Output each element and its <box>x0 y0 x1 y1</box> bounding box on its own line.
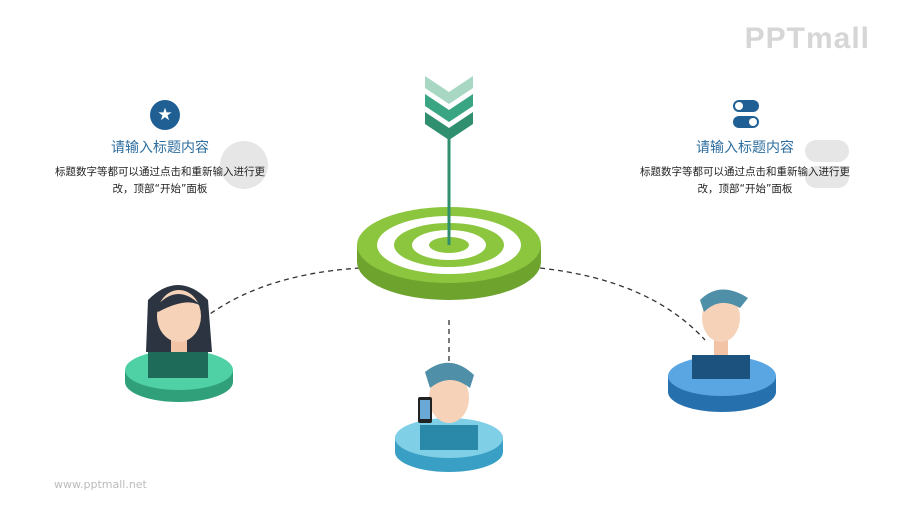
person-man-phone <box>395 362 503 472</box>
connector-left <box>189 267 361 331</box>
toggle-icon <box>733 100 759 128</box>
star-icon: ★ <box>150 100 180 130</box>
right-desc: 标题数字等都可以通过点击和重新输入进行更 改，顶部“开始”面板 <box>625 164 865 198</box>
person-woman <box>125 285 233 402</box>
right-title: 请输入标题内容 <box>696 140 794 156</box>
left-desc: 标题数字等都可以通过点击和重新输入进行更 改，顶部“开始”面板 <box>40 164 280 198</box>
left-desc-line2: 改，顶部“开始”面板 <box>112 183 208 195</box>
right-desc-line1: 标题数字等都可以通过点击和重新输入进行更 <box>640 166 850 178</box>
connector-right <box>539 267 706 341</box>
brand-url[interactable]: www.pptmall.net <box>54 478 147 491</box>
left-title: 请输入标题内容 <box>111 140 209 156</box>
arrow-icon <box>425 76 473 245</box>
right-desc-line2: 改，顶部“开始”面板 <box>697 183 793 195</box>
person-man <box>668 289 776 412</box>
brand-logo: PPTmall <box>744 22 870 55</box>
left-desc-line1: 标题数字等都可以通过点击和重新输入进行更 <box>55 166 265 178</box>
